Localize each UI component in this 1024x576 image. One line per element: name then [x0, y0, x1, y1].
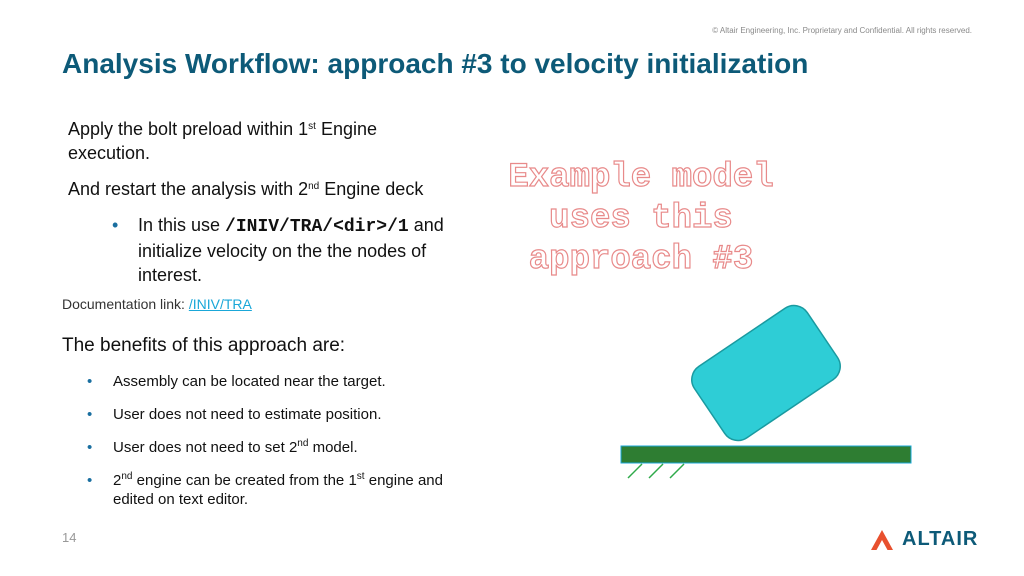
- benefit-text: Assembly can be located near the target.: [113, 373, 386, 390]
- intro-bullet-cont1: initialize velocity on the the nodes of: [138, 241, 427, 261]
- overlay-line: uses this: [549, 199, 734, 238]
- logo-wordmark: ALTAIR: [902, 528, 979, 550]
- benefit-item: • 2nd engine can be created from the 1st…: [87, 471, 503, 509]
- intro-line1-text: Apply the bolt preload within 1: [68, 119, 309, 139]
- benefit-sup: nd: [121, 471, 133, 482]
- bullet-icon: •: [87, 439, 93, 456]
- example-model-overlay: Example model uses this approach #3: [500, 158, 782, 281]
- benefit-text-post: model.: [308, 439, 358, 456]
- intro-line2-text: And restart the analysis with 2: [68, 179, 309, 199]
- benefit-item: • User does not need to estimate positio…: [87, 405, 382, 424]
- benefit-item: • User does not need to set 2nd model.: [87, 438, 358, 457]
- ground-hatch: [627, 463, 685, 479]
- intro-line1-sup: st: [308, 121, 316, 132]
- altair-logo-icon: [871, 529, 893, 550]
- intro-bullet: • In this use /INIV/TRA/<dir>/1 and init…: [112, 213, 508, 287]
- intro-paragraph-2: And restart the analysis with 2nd Engine…: [68, 177, 423, 201]
- overlay-line: approach #3: [528, 240, 754, 279]
- benefit-sup: st: [356, 471, 365, 482]
- inline-code: /INIV/TRA/<dir>/1: [225, 217, 409, 237]
- copyright-notice: © Altair Engineering, Inc. Proprietary a…: [712, 26, 972, 35]
- benefit-sup: nd: [297, 438, 309, 449]
- benefit-text: 2: [113, 472, 122, 489]
- intro-paragraph-1: Apply the bolt preload within 1st Engine…: [68, 117, 468, 165]
- benefits-heading: The benefits of this approach are:: [62, 335, 346, 356]
- velocity-diagram: [620, 304, 912, 479]
- bullet-icon: •: [112, 215, 119, 235]
- documentation-link[interactable]: /INIV/TRA: [188, 296, 252, 312]
- overlay-line: Example model: [508, 158, 774, 197]
- intro-bullet-text: In this use: [138, 215, 226, 235]
- benefit-text: User does not need to set 2: [113, 439, 298, 456]
- intro-line2-post: Engine deck: [319, 179, 424, 199]
- ground-plate: [620, 445, 912, 464]
- documentation-label: Documentation link:: [62, 296, 189, 312]
- benefit-text: User does not need to estimate position.: [113, 406, 382, 423]
- altair-logo: ALTAIR: [870, 528, 978, 551]
- bullet-icon: •: [87, 373, 93, 390]
- bullet-icon: •: [87, 406, 93, 423]
- bullet-icon: •: [87, 472, 93, 489]
- slide-title: Analysis Workflow: approach #3 to veloci…: [62, 48, 809, 79]
- intro-line1-cont: execution.: [68, 143, 151, 163]
- benefit-text-cont: edited on text editor.: [113, 491, 249, 508]
- intro-line1-post: Engine: [315, 119, 377, 139]
- benefit-text-mid: engine can be created from the 1: [132, 472, 357, 489]
- benefit-item: • Assembly can be located near the targe…: [87, 372, 386, 391]
- benefit-text-post: engine and: [364, 472, 443, 489]
- intro-bullet-cont2: interest.: [138, 265, 203, 285]
- documentation-line: Documentation link: /INIV/TRA: [62, 296, 252, 312]
- intro-bullet-post: and: [408, 215, 444, 235]
- intro-line2-sup: nd: [308, 181, 320, 192]
- page-number: 14: [62, 530, 77, 545]
- rigid-block: [691, 304, 841, 442]
